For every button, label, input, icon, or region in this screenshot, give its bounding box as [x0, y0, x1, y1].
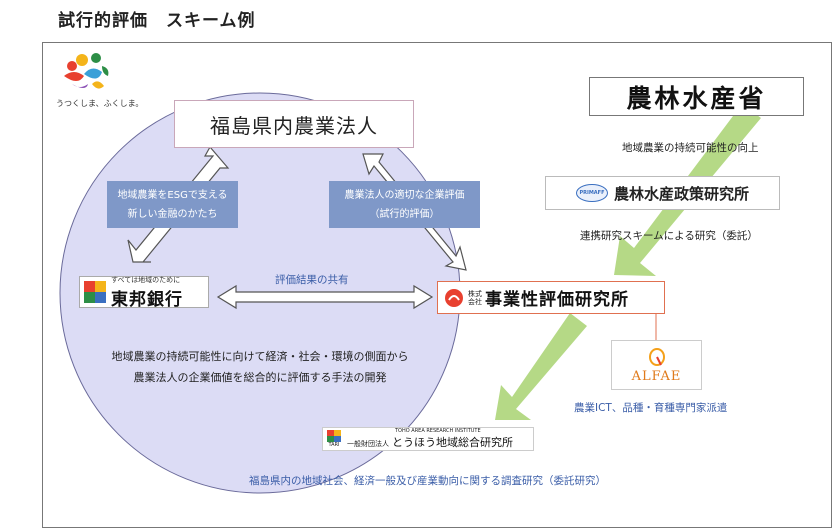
maff-label: 農林水産省: [626, 83, 767, 113]
maff-box: 農林水産省: [589, 77, 804, 116]
fukushima-logo: [64, 53, 109, 89]
tari-english: TOHO AREA RESEARCH INSTITUTE: [395, 428, 481, 434]
development-line-2: 農業法人の企業価値を総合的に評価する手法の開発: [133, 371, 387, 384]
development-description: 地域農業の持続可能性に向けて経済・社会・環境の側面から 農業法人の企業価値を総合…: [95, 346, 425, 388]
institute-kaisha: 会社: [468, 297, 482, 306]
evaluation-line-2: （試行的評価）: [369, 208, 440, 220]
evaluation-line-1: 農業法人の適切な企業評価: [344, 189, 465, 201]
farm-corporation-box: 福島県内農業法人: [174, 100, 414, 148]
institute-kabushiki: 株式: [468, 289, 482, 298]
shared-results-label: 評価結果の共有: [275, 274, 349, 286]
green-arrow-lower: [495, 313, 587, 420]
farm-corporation-label: 福島県内農業法人: [210, 113, 378, 138]
institute-box: 株式 会社 事業性評価研究所: [437, 281, 665, 314]
toho-bank-box: すべては地域のために 東邦銀行: [79, 275, 209, 310]
tari-caption: 福島県内の地域社会、経済一般及び産業動向に関する調査研究（委託研究）: [249, 475, 606, 487]
esg-finance-box: 地域農業をESGで支える 新しい金融のかたち: [107, 181, 238, 228]
alfae-logo-icon: [648, 347, 665, 366]
alfae-box: ALFAE: [611, 340, 702, 390]
toho-bank-logo-icon: [84, 281, 106, 303]
collab-research-label: 連携研究スキームによる研究（委託）: [580, 230, 758, 242]
institute-name: 事業性評価研究所: [485, 290, 629, 310]
tari-badge: TARI: [328, 442, 340, 448]
tari-prefix: 一般財団法人: [347, 440, 389, 448]
development-line-1: 地域農業の持続可能性に向けて経済・社会・環境の側面から: [111, 350, 409, 363]
tari-name: とうほう地域総合研究所: [392, 436, 513, 449]
alfae-name: ALFAE: [631, 368, 682, 384]
esg-finance-line-1: 地域農業をESGで支える: [117, 189, 228, 201]
tari-logo: TARI: [327, 430, 341, 448]
logo-tagline: うつくしま、ふくしま。: [56, 99, 144, 108]
toho-bank-tagline: すべては地域のために: [111, 275, 181, 284]
alfae-caption: 農業ICT、品種・育種専門家派遣: [574, 402, 728, 414]
evaluation-box: 農業法人の適切な企業評価 （試行的評価）: [329, 181, 480, 228]
tari-logo-icon: [327, 430, 341, 442]
double-arrow-horizontal: [216, 284, 434, 310]
page-title: 試行的評価 スキーム例: [58, 11, 256, 31]
toho-bank-name: 東邦銀行: [111, 289, 183, 310]
tari-box: TARI TOHO AREA RESEARCH INSTITUTE 一般財団法人…: [322, 427, 534, 451]
esg-finance-line-2: 新しい金融のかたち: [127, 208, 218, 220]
primaff-name: 農林水産政策研究所: [613, 184, 749, 203]
primaff-logo-icon: PRIMAFF: [575, 184, 608, 202]
primaff-box: PRIMAFF 農林水産政策研究所: [545, 176, 780, 210]
sustainability-label: 地域農業の持続可能性の向上: [622, 142, 759, 154]
institute-logo-icon: [445, 288, 463, 307]
